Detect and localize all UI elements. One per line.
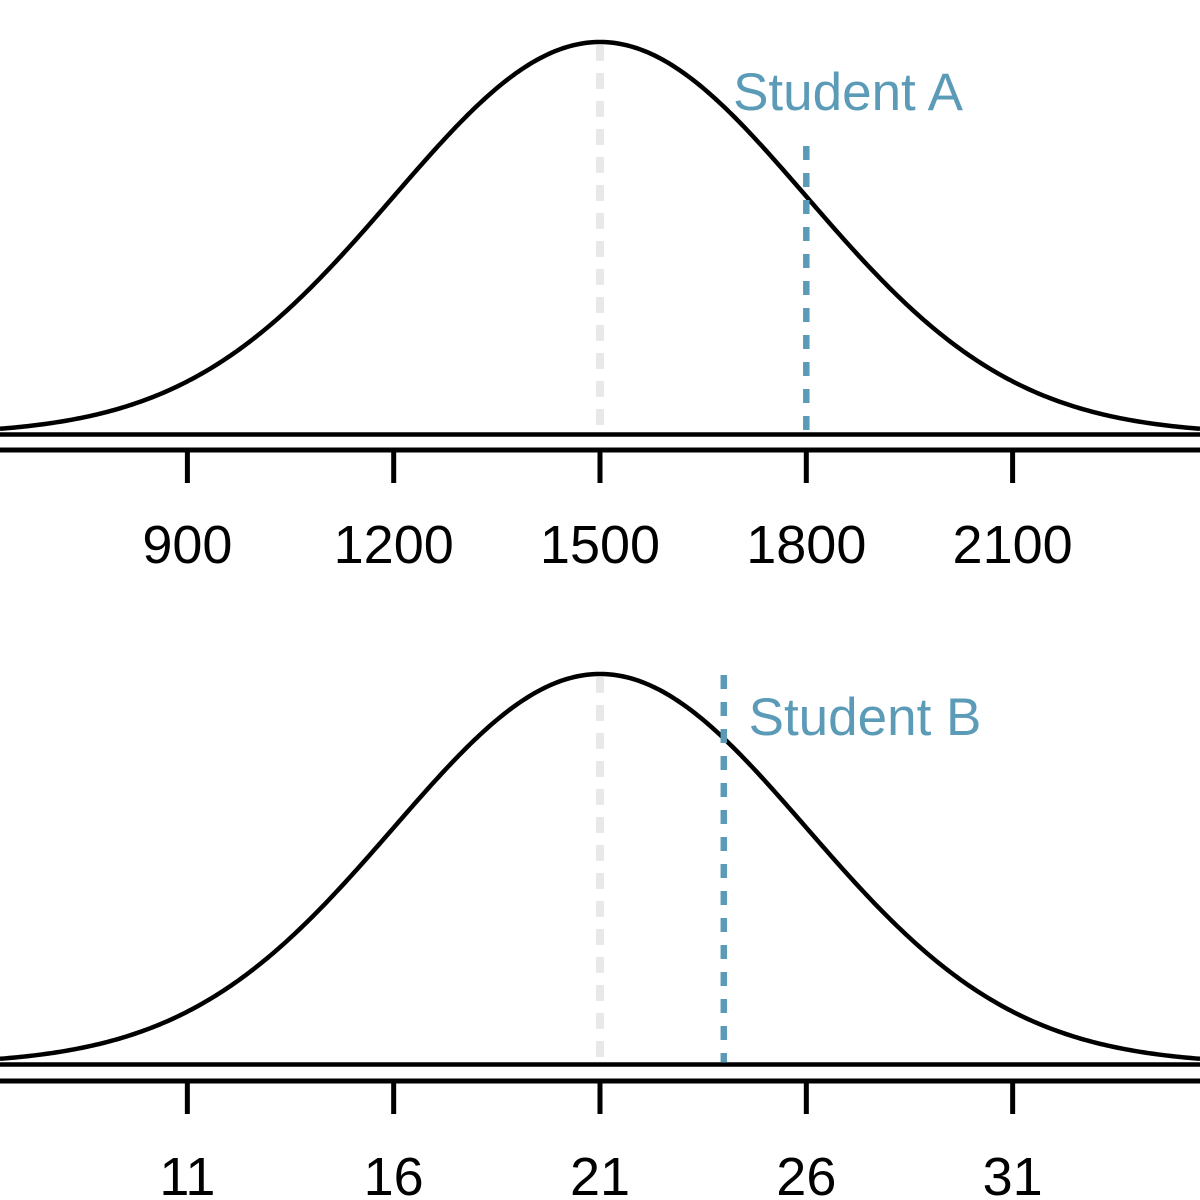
tick-label: 1800 [746,515,866,575]
tick-label: 31 [983,1147,1043,1200]
tick-label: 26 [776,1147,836,1200]
tick-label: 1500 [540,515,660,575]
sat-distribution-svg: 900 1200 1500 1800 2100 Student A [0,39,1200,575]
normal-curve-path [0,39,1200,432]
student-label: Student A [733,63,964,122]
act-distribution-chart: 11 16 21 26 31 Student B [0,632,1200,1200]
tick-label: 2100 [953,515,1073,575]
tick-label: 1200 [334,515,454,575]
tick-label: 16 [364,1147,424,1200]
tick-label: 11 [159,1147,215,1200]
normal-curve-path [0,671,1200,1062]
tick-label: 21 [570,1147,630,1200]
student-label: Student B [749,688,982,747]
sat-distribution-chart: 900 1200 1500 1800 2100 Student A [0,39,1200,575]
tick-label: 900 [142,515,232,575]
act-distribution-svg: 11 16 21 26 31 Student B [0,671,1200,1200]
